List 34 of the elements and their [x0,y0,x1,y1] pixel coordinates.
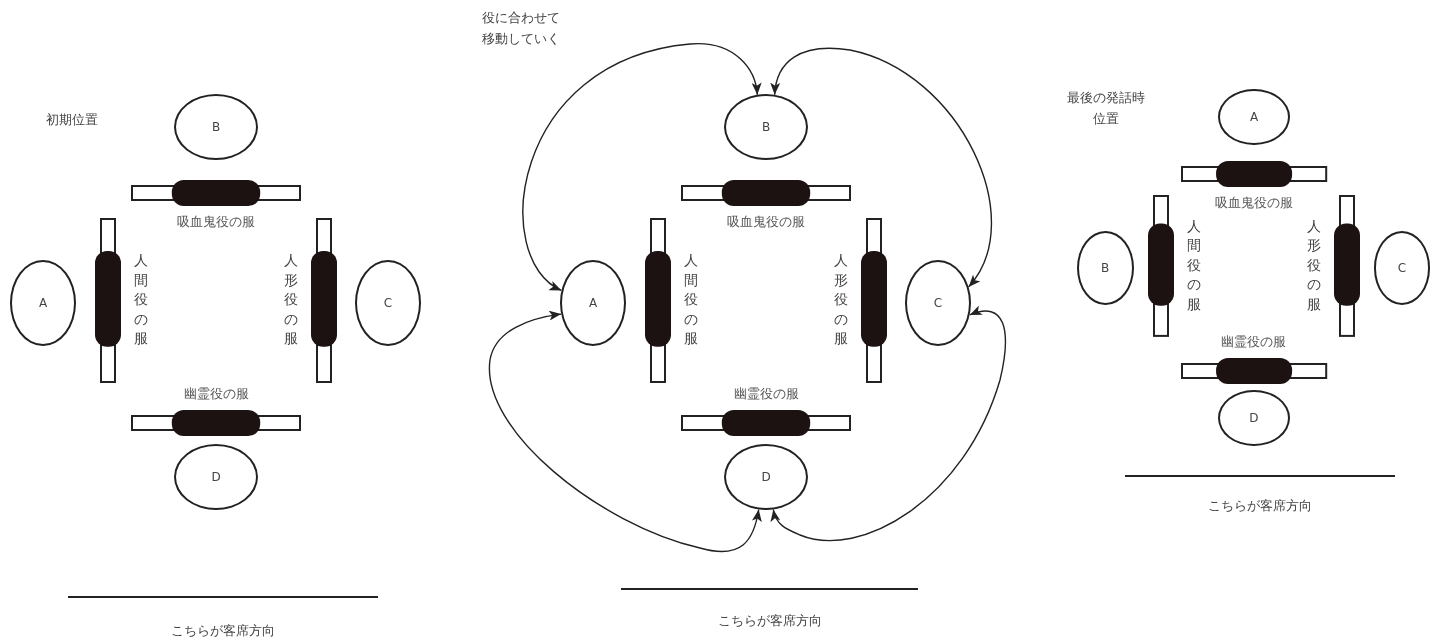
costume-label: 幽霊役の服 [183,385,249,403]
actor-ellipse: C [905,260,971,346]
actor-ellipse: A [560,260,626,346]
costume-label: 人間役の服 [1187,216,1202,315]
costume-label: 人形役の服 [284,251,298,349]
actor-ellipse: C [1373,231,1431,306]
costume-label: 幽霊役の服 [733,385,799,403]
costume-label: 人形役の服 [834,251,848,349]
actor-ellipse: B [724,94,808,160]
actor-ellipse: C [355,260,421,346]
actor-ellipse: D [174,444,258,510]
actor-ellipse: A [1217,88,1291,146]
costume-label: 吸血鬼役の服 [727,213,805,231]
note-text: 初期位置 [46,111,99,129]
note-text: 役に合わせて移動していく [482,9,561,48]
direction-note: こちらが客席方向 [716,612,823,630]
actor-ellipse: A [10,260,76,346]
costume-label: 人形役の服 [1306,216,1321,315]
actor-ellipse: D [724,444,808,510]
actor-ellipse: B [1076,231,1134,306]
arrow [489,310,762,553]
actor-ellipse: D [1217,389,1291,447]
costume-label: 人間役の服 [684,251,698,349]
costume-label: 幽霊役の服 [1221,333,1287,352]
direction-note: こちらが客席方向 [1207,497,1313,515]
arrow [771,306,1007,542]
note-text: 最後の発話時位置 [1066,89,1146,128]
direction-note: こちらが客席方向 [170,622,276,637]
costume-label: 吸血鬼役の服 [177,213,255,231]
actor-ellipse: B [174,94,258,160]
arrow [770,47,993,288]
costume-label: 人間役の服 [134,251,148,349]
costume-label: 吸血鬼役の服 [1215,193,1293,212]
arrow [522,43,761,292]
